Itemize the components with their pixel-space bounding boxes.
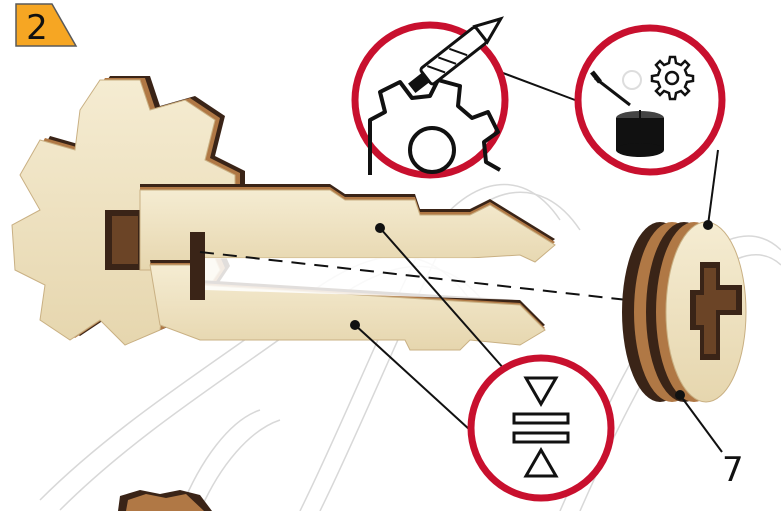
partial-gear-bottom bbox=[118, 490, 212, 511]
key-shaft-part bbox=[140, 184, 555, 350]
gear-icon bbox=[652, 57, 693, 99]
part-7-disc bbox=[622, 222, 746, 402]
step-number: 2 bbox=[22, 8, 52, 48]
leader-dot bbox=[350, 320, 360, 330]
callout-knife-gear bbox=[355, 11, 507, 175]
leader-dot bbox=[703, 220, 713, 230]
callout-wax-gear bbox=[578, 28, 722, 172]
callout-press-together bbox=[471, 358, 611, 498]
leader-dot bbox=[675, 390, 685, 400]
leader-dot bbox=[375, 223, 385, 233]
part-number-label: 7 bbox=[722, 450, 744, 490]
